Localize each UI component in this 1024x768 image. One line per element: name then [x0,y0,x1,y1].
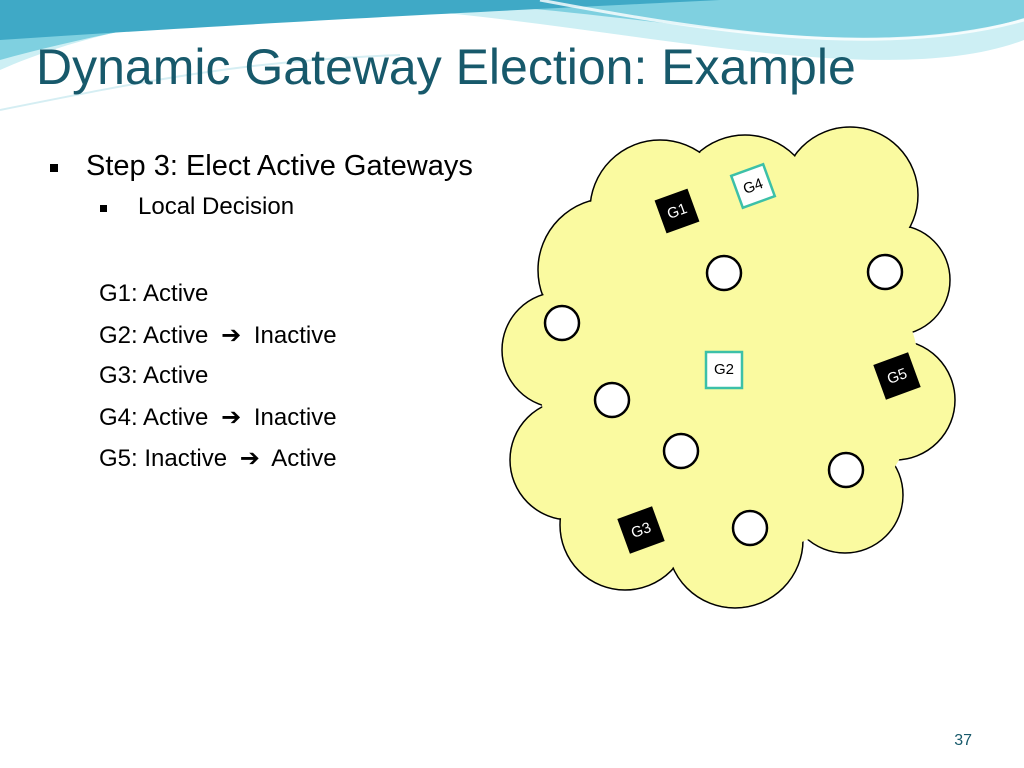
gateway-label: G5 [885,365,910,388]
status-gateway: G4: [99,404,138,431]
gateway-status-list: G1: Active G2: Active ➔ Inactive G3: Act… [99,280,337,485]
status-gateway: G3: [99,362,138,389]
slide-title: Dynamic Gateway Election: Example [36,39,856,95]
status-line-g3: G3: Active [99,362,337,403]
arrow-right-icon: ➔ [239,445,260,472]
network-node [662,432,700,470]
status-from: Active [143,362,209,389]
status-from: Inactive [144,445,228,472]
status-gateway: G1: [99,280,138,307]
bullet-level1: Step 3: Elect Active Gateways [50,150,473,183]
status-from: Active [143,322,209,349]
status-line-g1: G1: Active [99,280,337,321]
arrow-right-icon: ➔ [221,322,242,349]
gateway-g3: G3 [617,506,665,554]
status-to: Inactive [253,322,337,349]
status-gateway: G2: [99,322,138,349]
network-node [543,304,581,342]
arrow-right-icon: ➔ [221,404,242,431]
square-bullet-icon [100,205,107,212]
status-to: Active [271,445,337,472]
network-cloud [501,126,956,609]
status-line-g4: G4: Active ➔ Inactive [99,403,337,444]
gateway-label: G3 [629,519,654,542]
status-to: Inactive [253,404,337,431]
square-bullet-icon [50,164,58,172]
gateway-g5: G5 [873,352,921,400]
bullet-level1-text: Step 3: Elect Active Gateways [86,150,473,182]
bullet-list: Step 3: Elect Active Gateways Local Deci… [50,150,473,221]
header-wave-mid [0,0,1024,60]
slide-number: 37 [954,732,972,749]
header-wave-line [0,54,401,111]
gateway-g1: G1 [654,188,700,234]
network-node [827,451,865,489]
network-node [866,253,904,291]
bullet-level2: Local Decision [100,193,473,221]
gateway-label: G1 [665,200,690,223]
gateway-label: G4 [741,175,766,198]
bullet-level2-text: Local Decision [138,193,295,220]
status-from: Active [143,404,209,431]
gateway-label: G2 [714,361,734,378]
status-gateway: G5: [99,445,138,472]
header-wave-highlight [539,0,1024,41]
status-from: Active [143,280,209,307]
network-node [593,381,631,419]
gateway-g4: G4 [729,162,777,210]
network-node [705,254,743,292]
network-node [731,509,769,547]
gateway-g2: G2 [704,350,744,390]
header-wave-front [0,0,720,40]
status-line-g2: G2: Active ➔ Inactive [99,321,337,362]
status-line-g5: G5: Inactive ➔ Active [99,444,337,485]
